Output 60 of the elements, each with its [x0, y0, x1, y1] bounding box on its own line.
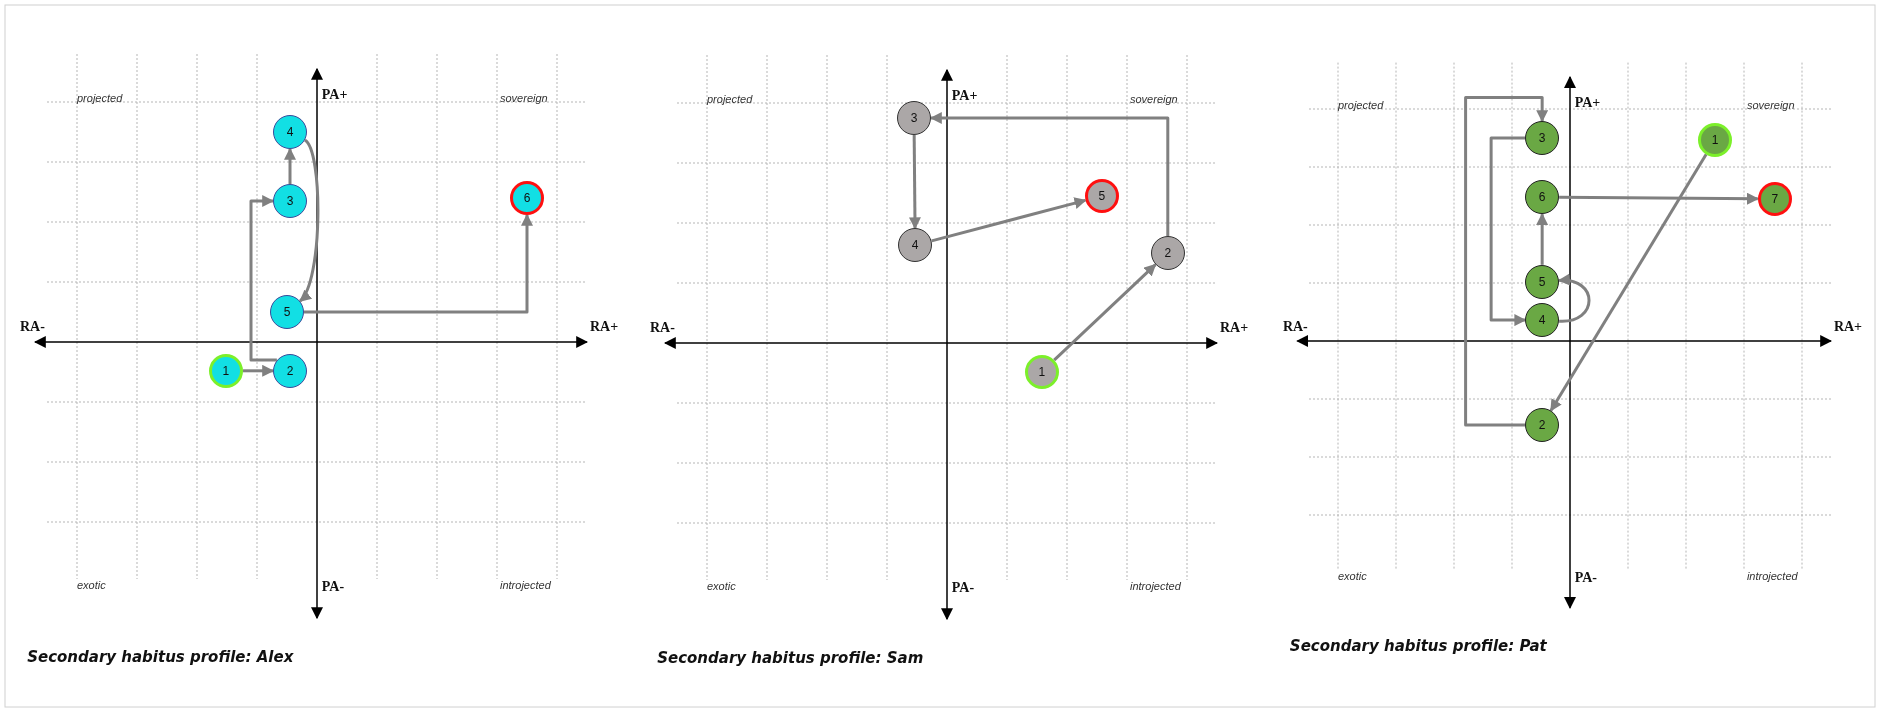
arrow — [249, 195, 277, 362]
axis-label: PA- — [1574, 570, 1597, 587]
step-circle: 3 — [1525, 121, 1560, 155]
step-circle: 2 — [1525, 408, 1560, 443]
axis-label: RA+ — [1833, 318, 1863, 335]
start-circle: 1 — [1698, 122, 1732, 157]
step-circle: 4 — [273, 115, 307, 149]
start-circle: 1 — [1024, 354, 1059, 389]
arrow — [1053, 263, 1157, 362]
axis-label: PA+ — [951, 88, 978, 104]
axis-label: RA+ — [1220, 320, 1249, 337]
axis-label: RA- — [20, 319, 45, 336]
axis-label: PA+ — [321, 87, 348, 103]
arrow — [908, 135, 921, 230]
start-circle: 1 — [208, 353, 243, 388]
step-circle: 2 — [1150, 236, 1185, 270]
quadrant-label: exotic — [707, 580, 736, 592]
arrow — [304, 213, 533, 314]
arrow — [298, 139, 320, 303]
step-circle: 2 — [273, 353, 307, 388]
step-circle: 5 — [1525, 264, 1560, 299]
arrow — [931, 197, 1087, 243]
quadrant-label: exotic — [1338, 570, 1367, 583]
quadrant-label: introjected — [1746, 570, 1798, 583]
arrow — [284, 147, 296, 184]
step-circle: 5 — [270, 295, 304, 329]
axis-label: PA- — [951, 580, 975, 596]
quadrant-label: sovereign — [1130, 92, 1178, 105]
axis-label: RA+ — [590, 319, 619, 336]
axis-label: RA- — [650, 320, 675, 337]
arrow — [1549, 153, 1708, 412]
axis-label: PA+ — [1574, 94, 1601, 111]
quadrant-label: projected — [1338, 99, 1384, 112]
quadrant-label: projected — [77, 91, 123, 104]
quadrant-label: introjected — [1130, 580, 1181, 592]
quadrant-label: exotic — [77, 579, 106, 591]
arrow — [929, 112, 1170, 236]
chart-caption: Secondary habitus profile: Sam — [657, 649, 924, 667]
arrow — [1559, 192, 1759, 205]
arrow — [1557, 274, 1591, 323]
end-circle: 6 — [510, 181, 544, 215]
quadrant-label: sovereign — [500, 91, 548, 104]
quadrant-label: sovereign — [1746, 99, 1795, 112]
axis-label: PA- — [321, 579, 345, 595]
chart-caption: Secondary habitus profile: Alex — [27, 648, 294, 666]
end-circle: 7 — [1757, 181, 1792, 216]
end-circle: 5 — [1084, 179, 1119, 213]
step-circle: 3 — [273, 184, 307, 218]
arrow — [1464, 95, 1549, 427]
arrow — [1536, 212, 1549, 265]
step-circle: 3 — [897, 101, 931, 135]
arrow — [242, 364, 275, 377]
axis-label: RA- — [1282, 318, 1308, 335]
arrow — [1489, 136, 1527, 327]
step-circle: 6 — [1525, 180, 1560, 215]
step-circle: 4 — [1525, 303, 1560, 338]
step-circle: 4 — [898, 228, 933, 263]
chart-caption: Secondary habitus profile: Pat — [1289, 636, 1547, 655]
quadrant-label: introjected — [500, 579, 551, 591]
quadrant-label: projected — [707, 92, 753, 105]
